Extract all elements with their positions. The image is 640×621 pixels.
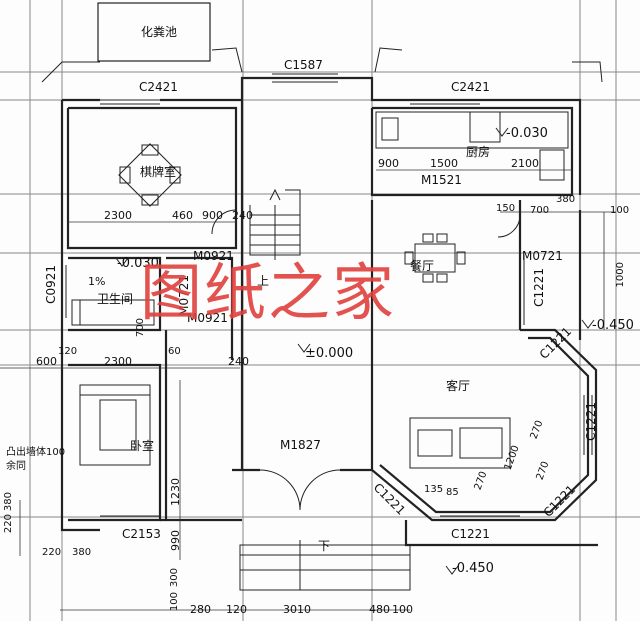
window-c1221-e: C1221 xyxy=(451,527,490,541)
level-right: -0.450 xyxy=(592,318,634,333)
dim-b240: 240 xyxy=(228,355,249,368)
window-c0921: C0921 xyxy=(44,265,58,304)
window-c2421-left: C2421 xyxy=(139,80,178,94)
window-c1587: C1587 xyxy=(284,58,323,72)
dim-v100: 100 xyxy=(169,592,180,612)
dim-r380: 380 xyxy=(556,194,576,205)
dim-f280: 280 xyxy=(190,603,211,616)
dim-f3010: 3010 xyxy=(283,603,311,616)
dim-r150: 150 xyxy=(496,203,516,214)
door-m1521: M1521 xyxy=(421,173,462,187)
dim-k900: 900 xyxy=(378,157,399,170)
steps-down-label: 下 xyxy=(318,539,331,553)
dining-room-label: 餐厅 xyxy=(410,259,435,273)
window-c1221-a: C1221 xyxy=(532,268,546,307)
dim-l380: 380 xyxy=(3,492,14,512)
dim-r700: 700 xyxy=(530,205,550,216)
dim-r100: 100 xyxy=(610,205,630,216)
level-bottom: -0.450 xyxy=(452,561,494,576)
dim-v1230: 1230 xyxy=(169,478,182,506)
door-m0921-a: M0921 xyxy=(193,249,234,263)
living-room-label: 客厅 xyxy=(446,379,471,393)
stairs-up-label: 上 xyxy=(257,274,270,288)
note-protrude-2: 余同 xyxy=(6,461,26,472)
dim-k2100: 2100 xyxy=(511,157,539,170)
dim-m2300: 2300 xyxy=(104,209,132,222)
septic-tank-label: 化粪池 xyxy=(141,25,178,39)
level-main: ±0.000 xyxy=(305,346,354,361)
door-m0921-b: M0921 xyxy=(187,311,228,325)
dim-f480: 480 xyxy=(369,603,390,616)
slope-label: 1% xyxy=(88,275,106,288)
dim-m900: 900 xyxy=(202,209,223,222)
dim-v990: 990 xyxy=(169,530,182,551)
dim-f100: 100 xyxy=(392,603,413,616)
window-c2153: C2153 xyxy=(122,527,161,541)
bedroom-label: 卧室 xyxy=(130,439,155,453)
kitchen-label: 厨房 xyxy=(466,145,491,159)
dim-v300: 300 xyxy=(169,568,180,588)
dim-b2300: 2300 xyxy=(104,355,132,368)
dim-f120: 120 xyxy=(226,603,247,616)
dim-r1000: 1000 xyxy=(615,262,626,288)
door-m0721: M0721 xyxy=(522,249,563,263)
dim-k1500: 1500 xyxy=(430,157,458,170)
level-bathroom: -0.030 xyxy=(117,256,159,271)
note-protrude: 凸出墙体100 xyxy=(6,447,66,458)
window-c1221-c: C1221 xyxy=(584,402,598,441)
dim-bay135: 135 xyxy=(424,484,444,495)
watermark: 图纸之家 xyxy=(140,256,397,329)
mahjong-room-label: 棋牌室 xyxy=(140,165,177,179)
window-c2421-right: C2421 xyxy=(451,80,490,94)
dim-b220: 220 xyxy=(42,547,62,558)
dim-b600: 600 xyxy=(36,355,57,368)
dim-b120: 120 xyxy=(58,346,78,357)
door-m1827: M1827 xyxy=(280,438,321,452)
dim-bay85: 85 xyxy=(446,487,459,498)
level-kitchen: -0.030 xyxy=(506,126,548,141)
bathroom-label: 卫生间 xyxy=(97,292,134,306)
dim-l220: 220 xyxy=(3,514,14,534)
dim-b60: 60 xyxy=(168,346,181,357)
dim-m240: 240 xyxy=(232,209,253,222)
dim-m460: 460 xyxy=(172,209,193,222)
dim-b380: 380 xyxy=(72,547,92,558)
